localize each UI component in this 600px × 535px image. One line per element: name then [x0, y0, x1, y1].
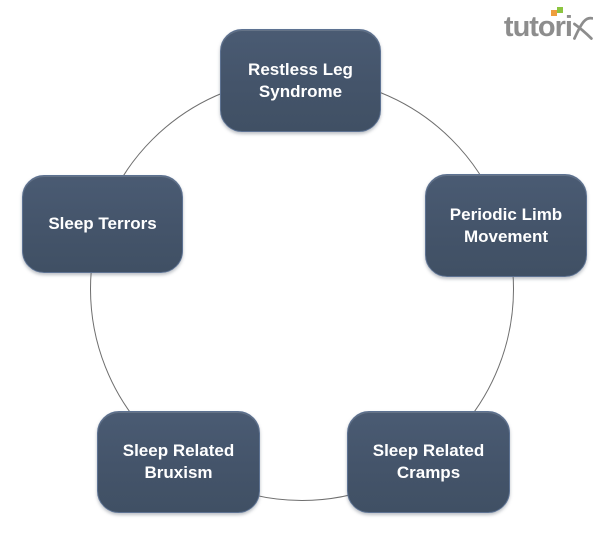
- node-label: Sleep Related Bruxism: [122, 441, 235, 482]
- node-label: Restless Leg Syndrome: [248, 59, 353, 101]
- tutorix-logo: tutori: [504, 6, 593, 42]
- node-sleep-terrors: Sleep Terrors: [22, 175, 183, 273]
- node-label: Periodic Limb Movement: [449, 204, 563, 246]
- node-label: Sleep Terrors: [48, 214, 157, 233]
- node-restless-leg-syndrome: Restless Leg Syndrome: [220, 29, 381, 132]
- node-label: Sleep Related Cramps: [372, 441, 485, 482]
- node-periodic-limb-movement: Periodic Limb Movement: [425, 174, 587, 277]
- logo-green-square-icon: [556, 7, 563, 13]
- node-sleep-related-cramps: Sleep Related Cramps: [347, 411, 510, 513]
- node-sleep-related-bruxism: Sleep Related Bruxism: [97, 411, 260, 513]
- logo-orange-square-icon: [550, 10, 557, 16]
- logo-text: tutori: [503, 11, 573, 43]
- tutorix-x-glyph-icon: [573, 16, 593, 40]
